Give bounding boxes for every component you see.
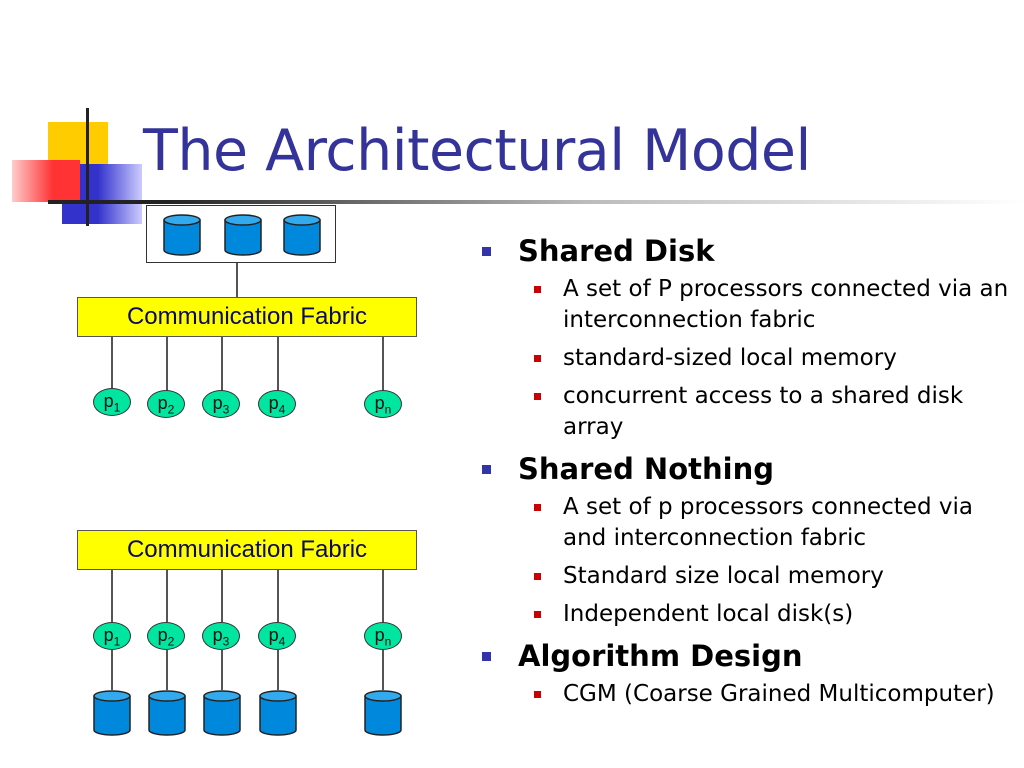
disk-link (166, 650, 168, 690)
bullet-item-text: A set of P processors connected via an i… (563, 276, 1009, 333)
communication-fabric: Communication Fabric (77, 530, 417, 570)
processor-label: p (374, 393, 385, 413)
bullet-item-text: CGM (Coarse Grained Multicomputer) (563, 681, 995, 707)
bullet-heading-text: Shared Disk (518, 234, 715, 268)
disk-link (382, 650, 384, 690)
disk-icon (148, 690, 186, 736)
bullet-item: Independent local disk(s) (482, 599, 1022, 630)
square-bullet-icon (534, 611, 541, 618)
processor-node: pn (364, 622, 402, 650)
square-bullet-icon (534, 393, 541, 400)
processor-node: p2 (147, 622, 185, 650)
square-bullet-icon (534, 691, 541, 698)
processor-label: p (103, 391, 114, 411)
processor-index: 2 (167, 634, 175, 649)
processor-label: p (268, 625, 279, 645)
processor-link (382, 337, 384, 391)
processor-label: p (268, 393, 279, 413)
processor-index: n (384, 634, 392, 649)
bullet-item: concurrent access to a shared disk array (482, 381, 1022, 443)
disk-array-icons (163, 214, 321, 256)
processor-index: 4 (278, 634, 286, 649)
processor-node: p3 (202, 390, 240, 418)
processor-index: 1 (113, 634, 121, 649)
processor-link (277, 337, 279, 391)
local-disks (93, 690, 402, 736)
processor-node: pn (364, 390, 402, 418)
bullet-heading: Shared Nothing (482, 450, 1022, 488)
processor-index: 1 (113, 400, 121, 415)
square-bullet-icon (482, 652, 491, 661)
processor-index: n (384, 402, 392, 417)
shared-disk-array (146, 205, 336, 263)
bullet-heading: Shared Disk (482, 232, 1022, 270)
disk-link (221, 650, 223, 690)
bullet-item: Standard size local memory (482, 561, 1022, 592)
square-bullet-icon (534, 573, 541, 580)
processor-node: p4 (258, 390, 296, 418)
bullet-item-text: standard-sized local memory (563, 345, 897, 371)
processor-label: p (103, 625, 114, 645)
processor-link (382, 570, 384, 622)
processor-node: p4 (258, 622, 296, 650)
disk-link (277, 650, 279, 690)
bullet-heading-text: Algorithm Design (518, 639, 803, 673)
deco-red-bar (12, 160, 80, 202)
processor-index: 3 (222, 402, 230, 417)
communication-fabric: Communication Fabric (77, 297, 417, 337)
page-title: The Architectural Model (143, 118, 811, 184)
processor-node: p3 (202, 622, 240, 650)
disk-icon (203, 690, 241, 736)
processor-link (221, 337, 223, 391)
disk-connector-line (236, 263, 238, 297)
processor-link (221, 570, 223, 622)
shared-disk-diagram: Communication Fabric p1 p2 p3 p4 pn (0, 0, 470, 440)
processor-link (166, 570, 168, 622)
bullet-item-text: A set of p processors connected via and … (563, 494, 973, 551)
square-bullet-icon (482, 247, 491, 256)
processor-link (277, 570, 279, 622)
processor-label: p (157, 393, 168, 413)
bullet-item: standard-sized local memory (482, 343, 1022, 374)
processor-node: p2 (147, 390, 185, 418)
square-bullet-icon (482, 465, 491, 474)
disk-icon (224, 214, 262, 256)
bullet-item-text: Independent local disk(s) (563, 601, 854, 627)
processor-link (111, 337, 113, 391)
processor-index: 4 (278, 402, 286, 417)
disk-icon (163, 214, 201, 256)
bullet-item: CGM (Coarse Grained Multicomputer) (482, 679, 1022, 710)
square-bullet-icon (534, 286, 541, 293)
processor-label: p (212, 393, 223, 413)
processor-label: p (212, 625, 223, 645)
bullet-item: A set of p processors connected via and … (482, 492, 1022, 554)
disk-icon (93, 690, 131, 736)
disk-icon (364, 690, 402, 736)
processor-link (111, 570, 113, 622)
processor-node: p1 (93, 622, 131, 650)
processor-label: p (157, 625, 168, 645)
processor-index: 3 (222, 634, 230, 649)
disk-icon (259, 690, 297, 736)
bullet-list: Shared Disk A set of P processors connec… (482, 232, 1022, 717)
disk-icon (283, 214, 321, 256)
processor-label: p (374, 625, 385, 645)
square-bullet-icon (534, 355, 541, 362)
processor-link (166, 337, 168, 391)
processor-node: p1 (93, 388, 131, 416)
square-bullet-icon (534, 504, 541, 511)
bullet-heading-text: Shared Nothing (518, 452, 774, 486)
title-underline (48, 200, 1024, 204)
shared-nothing-diagram: Communication Fabric p1 p2 p3 p4 pn (0, 520, 470, 768)
bullet-item-text: concurrent access to a shared disk array (563, 383, 964, 440)
bullet-item-text: Standard size local memory (563, 563, 884, 589)
disk-link (111, 650, 113, 690)
corner-decoration (10, 108, 160, 228)
deco-v-rule (86, 108, 89, 226)
bullet-item: A set of P processors connected via an i… (482, 274, 1022, 336)
processor-index: 2 (167, 402, 175, 417)
bullet-heading: Algorithm Design (482, 637, 1022, 675)
